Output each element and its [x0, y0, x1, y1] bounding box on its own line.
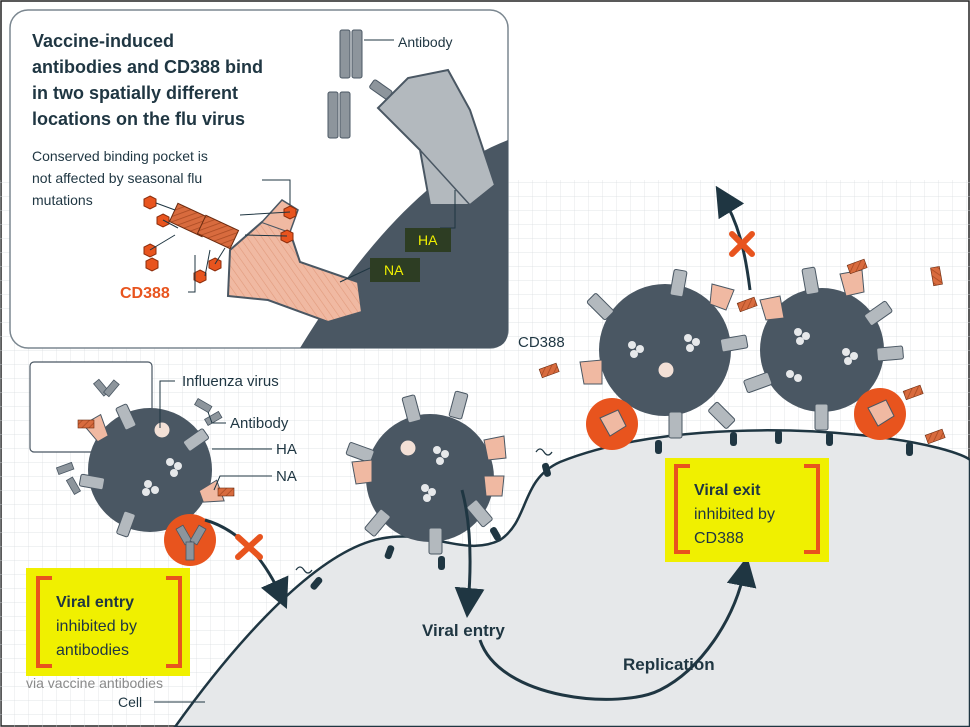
label-cd388: CD388 [518, 334, 565, 351]
legend-antibody: Antibody [230, 415, 289, 432]
cd388-bound-marker-left [586, 398, 638, 450]
cd388-bound-marker-right [854, 388, 906, 440]
inset-title-line-1: Vaccine-induced [32, 31, 174, 51]
floating-cd388-molecules [538, 258, 946, 445]
replication-arrow [478, 556, 757, 701]
inset-title-line-4: locations on the flu virus [32, 109, 245, 129]
legend-influenza-virus: Influenza virus [182, 373, 279, 390]
blocked-binding-marker [164, 514, 216, 566]
inset-ha-protein [376, 68, 497, 207]
inset-na-label: NA [384, 262, 404, 278]
exit-box-line-3: CD388 [694, 530, 744, 547]
inset-note-line-2: not affected by seasonal flu [32, 170, 202, 186]
viral-entry-callout [26, 568, 190, 676]
inset-note-line-1: Conserved binding pocket is [32, 148, 208, 164]
entry-box-line-2: inhibited by [56, 618, 137, 635]
legend-na: NA [276, 468, 297, 485]
entry-box-line-3: antibodies [56, 642, 129, 659]
label-cell: Cell [118, 694, 142, 710]
viral-exit-callout [665, 458, 829, 562]
inset-cd388-molecule [143, 195, 297, 284]
inset-ha-tag: HA [405, 228, 451, 252]
inset-ha-label: HA [418, 232, 438, 248]
blocked-entry-x-icon [235, 534, 263, 560]
blocked-exit-x-icon [729, 231, 755, 257]
viral-exit-arrow [715, 185, 752, 291]
budding-virus-right [743, 266, 904, 431]
inset-title-line-2: antibodies and CD388 bind [32, 57, 263, 77]
inset-na-tag: NA [370, 258, 420, 282]
cell-receptors [310, 430, 913, 590]
inset-note-line-3: mutations [32, 192, 93, 208]
entry-box-line-1: Viral entry [56, 594, 134, 611]
label-viral-entry: Viral entry [422, 621, 505, 640]
membrane-squiggles [295, 448, 553, 574]
middle-virus [345, 390, 507, 555]
inset-title-line-3: in two spatially different [32, 83, 238, 103]
label-replication: Replication [623, 655, 715, 674]
legend-leader-lines [159, 380, 272, 491]
exit-box-line-2: inhibited by [694, 506, 775, 523]
label-via-vaccine: via vaccine antibodies [26, 675, 163, 691]
inset-cd388-label: CD388 [120, 285, 170, 302]
exit-box-line-1: Viral exit [694, 482, 761, 499]
legend-ha: HA [276, 441, 297, 458]
left-virus [55, 378, 235, 538]
viral-entry-arrow [454, 489, 485, 618]
inset-antibody-label: Antibody [398, 34, 452, 50]
budding-virus-left [579, 268, 749, 439]
